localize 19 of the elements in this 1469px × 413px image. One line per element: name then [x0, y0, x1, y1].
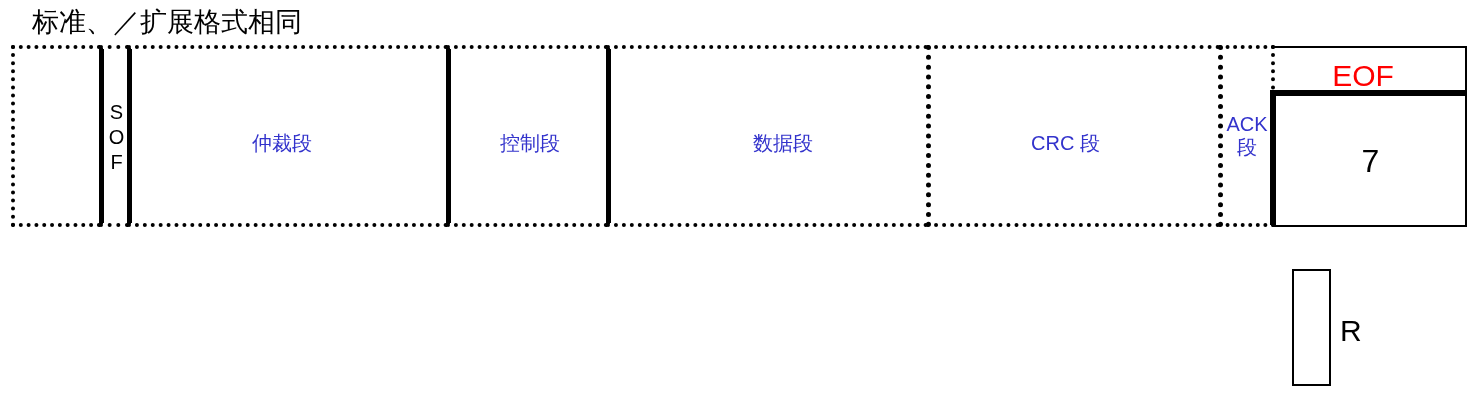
segment-label: 控制段 — [499, 133, 560, 153]
segment-label: 数据段 — [752, 133, 813, 153]
segment-box — [11, 45, 101, 227]
segment-box — [1218, 45, 1275, 227]
segment-box — [99, 45, 129, 227]
side-label: R — [1340, 316, 1362, 346]
segment-box — [926, 45, 1220, 227]
segment-label: SOF — [106, 100, 127, 176]
title: 标准、／扩展格式相同 — [32, 6, 302, 39]
segment-box — [606, 45, 928, 227]
segment-label: 仲裁段 — [252, 133, 312, 153]
field-label: EOF — [1331, 61, 1395, 91]
segment-label: CRC 段 — [1031, 133, 1100, 153]
field-box — [1272, 46, 1467, 227]
number-label: 7 — [1361, 144, 1380, 177]
segment-box — [446, 45, 608, 227]
segment-label: ACK 段 — [1225, 113, 1269, 159]
segment-box — [127, 45, 448, 227]
inner-box — [1270, 90, 1465, 225]
